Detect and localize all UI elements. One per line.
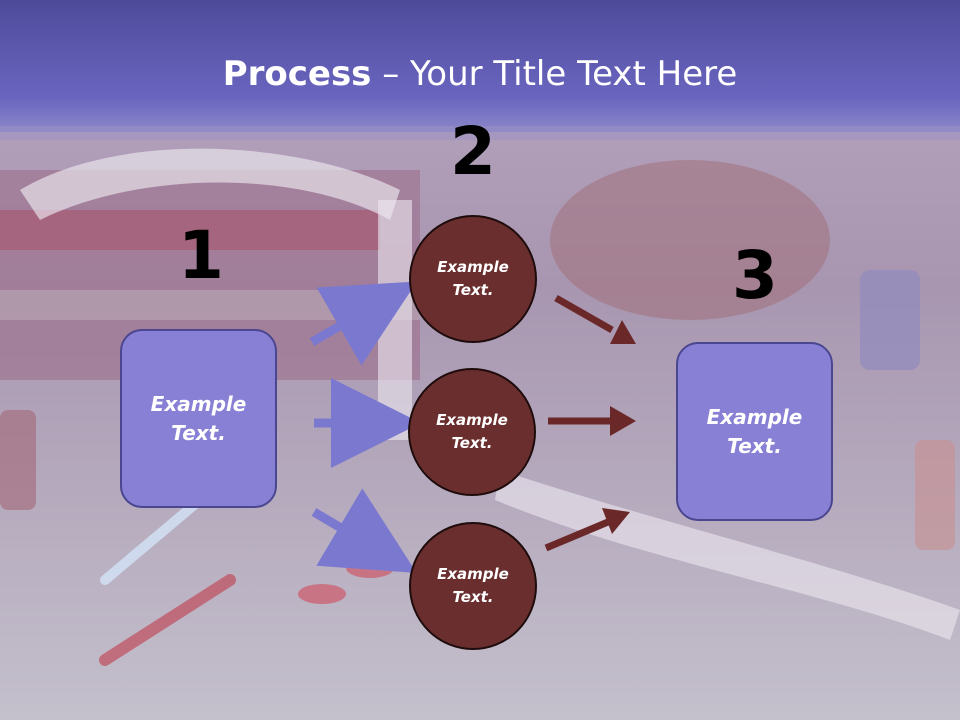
button (298, 584, 346, 604)
step-box-3-text: Example Text. (706, 404, 803, 458)
arrow-1-to-top (309, 281, 417, 366)
slide-title: Process – Your Title Text Here (0, 52, 960, 96)
arrow-middle-to-3 (548, 406, 636, 436)
step-number-1: 1 (178, 217, 224, 294)
circle-top: Example Text. (409, 215, 537, 343)
step-number-3: 3 (732, 237, 778, 314)
fabric-stripe (0, 210, 380, 250)
step-box-1-text: Example Text. (150, 391, 247, 445)
header-band (0, 0, 960, 132)
arrow-1-to-bottom (311, 488, 417, 573)
title-bold: Process (222, 54, 372, 94)
arrow-bottom-to-3 (544, 508, 630, 552)
circle-top-text: Example Text. (437, 258, 509, 299)
step-box-1: Example Text. (120, 329, 277, 508)
measuring-tape (20, 148, 400, 220)
red-tool (99, 574, 236, 666)
button (346, 558, 394, 578)
circle-bottom-text: Example Text. (437, 565, 509, 606)
measuring-tape (378, 200, 412, 440)
step-number-2: 2 (450, 113, 496, 190)
thread-spool (0, 410, 36, 510)
circle-bottom: Example Text. (409, 522, 537, 650)
thread-spool (915, 440, 955, 550)
circle-middle-text: Example Text. (436, 411, 508, 452)
arrow-top-to-3 (554, 294, 636, 344)
thread-spool (860, 270, 920, 370)
pencil (100, 495, 205, 585)
basket (550, 160, 830, 320)
header-fade (0, 126, 960, 140)
step-box-3: Example Text. (676, 342, 833, 521)
title-rest: – Your Title Text Here (371, 54, 738, 94)
circle-middle: Example Text. (408, 368, 536, 496)
